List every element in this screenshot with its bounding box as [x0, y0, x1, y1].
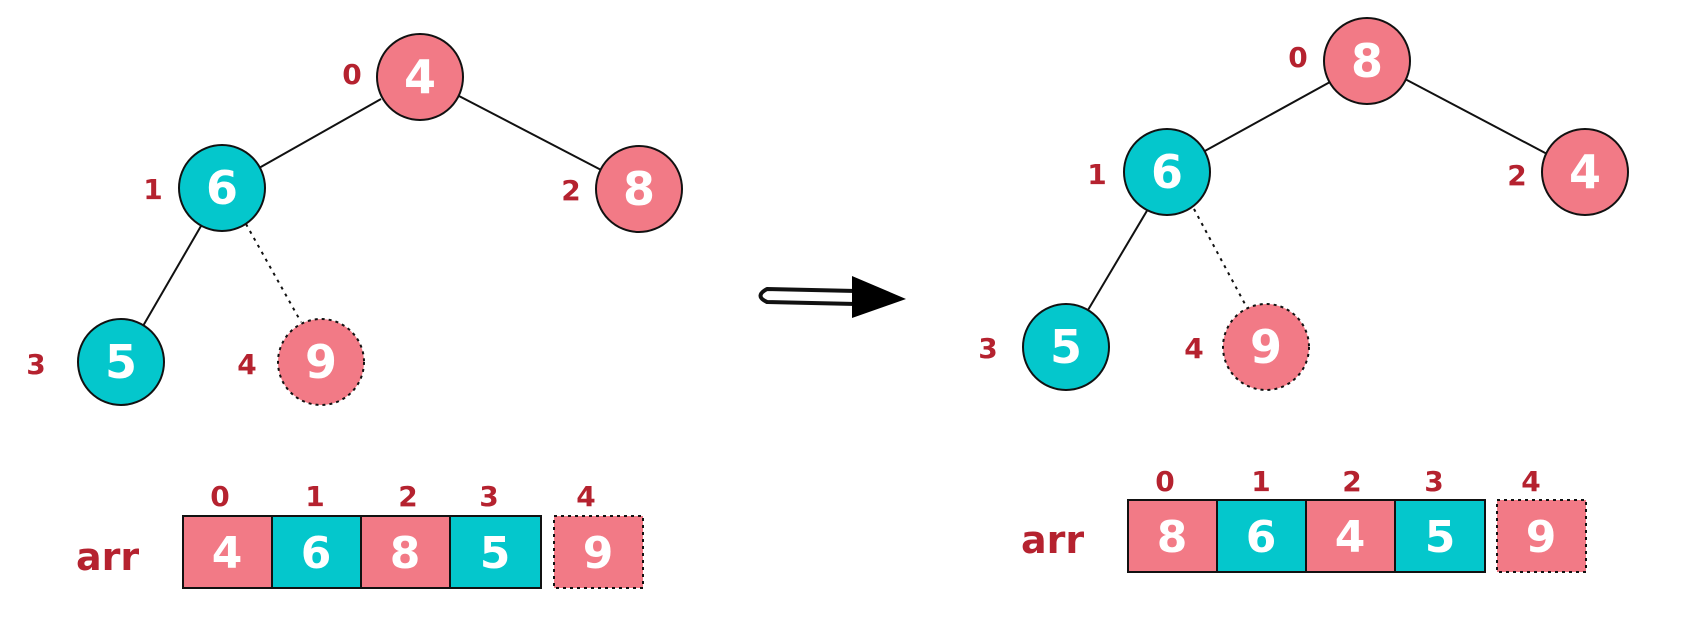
cell-index: 0 — [1155, 465, 1174, 498]
array-cell: 6 1 — [1216, 465, 1307, 573]
cell-value: 5 — [1425, 512, 1456, 563]
tree-node: 5 — [1022, 303, 1110, 391]
after-array: arr 8 0 6 1 4 2 5 3 9 4 — [1021, 465, 1587, 573]
node-value: 4 — [404, 50, 436, 104]
before-tree: 4 6 8 5 9 0 1 2 3 4 — [26, 33, 683, 406]
cell-index: 1 — [305, 480, 324, 513]
node-index: 1 — [1087, 158, 1106, 191]
node-index: 3 — [978, 332, 997, 365]
node-value: 5 — [1050, 320, 1082, 374]
cell-value: 5 — [480, 528, 511, 579]
node-value: 6 — [1151, 145, 1183, 199]
cell-index: 2 — [1342, 465, 1361, 498]
cell-value: 4 — [212, 528, 243, 579]
before-array: arr 4 0 6 1 8 2 5 3 9 4 — [76, 480, 644, 589]
array-cell: 5 3 — [1394, 465, 1486, 573]
array-cell: 5 3 — [449, 480, 542, 589]
cell-value: 9 — [583, 528, 614, 579]
cell-index: 3 — [1424, 465, 1443, 498]
edge-0-2 — [1404, 78, 1550, 156]
node-index: 4 — [1184, 332, 1203, 365]
node-index: 2 — [561, 174, 580, 207]
edge-0-1 — [258, 98, 382, 169]
tree-node: 5 — [77, 318, 165, 406]
edge-1-4-pending — [245, 223, 302, 323]
tree-node: 8 — [1323, 17, 1411, 105]
array-label: arr — [1021, 518, 1084, 562]
node-value: 9 — [1250, 320, 1282, 374]
cell-value: 9 — [1526, 512, 1557, 563]
array-cell-pending: 9 4 — [553, 480, 644, 589]
node-value: 5 — [105, 335, 137, 389]
array-cell-pending: 9 4 — [1496, 465, 1587, 573]
edge-1-3 — [1087, 208, 1149, 311]
after-tree: 8 6 4 5 9 0 1 2 3 4 — [978, 17, 1629, 391]
cell-index: 1 — [1251, 465, 1270, 498]
array-cell: 4 2 — [1305, 465, 1396, 573]
tree-node-pending: 9 — [1222, 303, 1310, 391]
edge-1-4-pending — [1193, 208, 1247, 307]
node-index: 2 — [1507, 159, 1526, 192]
cell-value: 6 — [1246, 512, 1277, 563]
cell-index: 2 — [398, 480, 417, 513]
cell-index: 4 — [1521, 465, 1540, 498]
tree-node-pending: 9 — [277, 318, 365, 406]
array-cell: 8 0 — [1127, 465, 1218, 573]
tree-node: 8 — [595, 145, 683, 233]
edge-0-2 — [458, 95, 606, 173]
node-index: 0 — [1288, 41, 1307, 74]
node-index: 3 — [26, 348, 45, 381]
node-index: 1 — [143, 173, 162, 206]
cell-index: 4 — [576, 480, 595, 513]
cell-value: 8 — [390, 528, 421, 579]
cell-index: 0 — [210, 480, 229, 513]
array-label: arr — [76, 535, 139, 579]
node-value: 8 — [1351, 34, 1383, 88]
node-index: 0 — [342, 58, 361, 91]
edge-0-1 — [1202, 81, 1331, 153]
cell-value: 8 — [1157, 512, 1188, 563]
array-cell: 6 1 — [271, 480, 362, 589]
cell-value: 6 — [301, 528, 332, 579]
node-value: 4 — [1569, 145, 1601, 199]
tree-node: 6 — [178, 144, 266, 232]
node-value: 6 — [206, 161, 238, 215]
tree-node: 4 — [1541, 128, 1629, 216]
node-value: 9 — [305, 335, 337, 389]
node-value: 8 — [623, 162, 655, 216]
edge-1-3 — [142, 225, 202, 327]
array-cell: 8 2 — [360, 480, 451, 589]
cell-index: 3 — [479, 480, 498, 513]
tree-node: 6 — [1123, 128, 1211, 216]
node-index: 4 — [237, 348, 256, 381]
array-cell: 4 0 — [182, 480, 273, 589]
tree-node: 4 — [376, 33, 464, 121]
cell-value: 4 — [1335, 512, 1366, 563]
transition-arrow-icon — [758, 276, 906, 318]
